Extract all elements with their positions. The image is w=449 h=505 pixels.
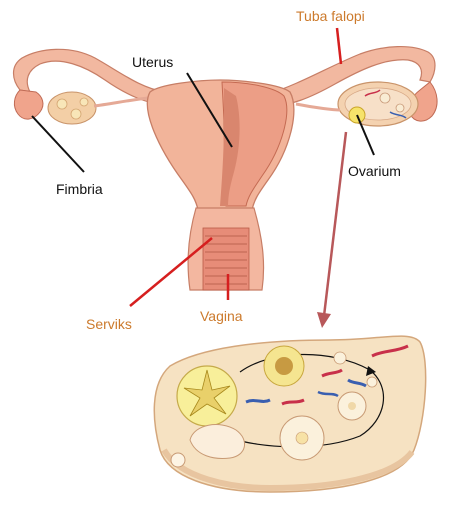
primordial-follicle-2 [366,376,378,388]
vagina-label: Vagina [200,308,243,324]
uterus-label: Uterus [132,54,174,70]
primordial-follicle-1 [333,351,347,365]
fimbria-pointer-line [31,115,85,173]
ovarium-pointer-line [356,114,375,156]
left-ovary [47,91,97,125]
serviks-label: Serviks [86,316,132,332]
ruptured-follicle [189,424,245,459]
released-ovum [170,452,186,468]
ovarium-label: Ovarium [348,163,401,179]
left-fimbria [13,89,44,120]
tuba-falopi-pointer-line [335,27,343,65]
vaginal-canal [202,227,250,291]
tuba-falopi-label: Tuba falopi [296,8,365,24]
uterus-pointer-line [186,72,233,148]
uterine-cavity [220,88,240,206]
fimbria-label: Fimbria [56,181,103,197]
zoom-arrow-head [317,312,331,328]
serviks-pointer-line [129,237,213,307]
zoom-arrow-line [322,131,348,317]
